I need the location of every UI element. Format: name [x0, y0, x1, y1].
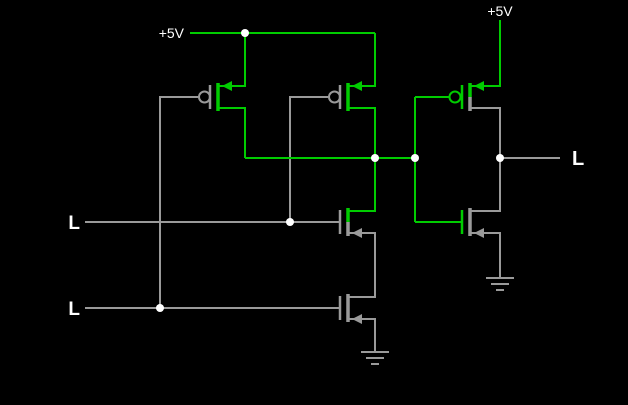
vdd-rail-wire: [190, 32, 376, 87]
ground-nand: [361, 351, 389, 365]
supply-left-label: +5V: [159, 25, 185, 41]
inverter-vdd-wire: [470, 20, 501, 87]
nmos-arrow: [352, 314, 362, 324]
junction-dot: [286, 218, 294, 226]
logic-input-b[interactable]: L: [68, 299, 80, 320]
inverter-input-wire: [414, 96, 462, 223]
nmos-arrow: [474, 228, 484, 238]
pmos-arrow: [474, 81, 484, 91]
nmos-series-wire: [348, 232, 376, 352]
pmos-gate-bubble: [328, 90, 341, 104]
nmos-nand-b: [338, 294, 362, 324]
logic-input-a[interactable]: L: [68, 213, 80, 234]
ground-inverter: [486, 277, 514, 291]
junction-dot: [156, 304, 164, 312]
supply-right-label: +5V: [487, 3, 513, 19]
junction-dot: [371, 154, 379, 162]
nand-output-wire: [218, 107, 415, 212]
junction-dot: [241, 29, 249, 37]
inverter-nmos: [460, 208, 484, 238]
junction-dot: [496, 154, 504, 162]
pmos-nand-a: [198, 81, 232, 111]
input-a-wire: [85, 96, 340, 223]
nmos-nand-a: [338, 208, 362, 238]
pmos-gate-bubble: [198, 90, 211, 104]
nmos-arrow: [352, 228, 362, 238]
inverter-output-wire: [470, 107, 560, 278]
pmos-arrow: [352, 81, 362, 91]
pmos-gate-bubble: [448, 90, 462, 104]
pmos-arrow: [222, 81, 232, 91]
logic-output-label: L: [572, 148, 584, 170]
input-b-wire: [85, 96, 340, 309]
junction-dot: [411, 154, 419, 162]
inverter-pmos: [448, 81, 484, 111]
pmos-nand-b: [328, 81, 362, 111]
